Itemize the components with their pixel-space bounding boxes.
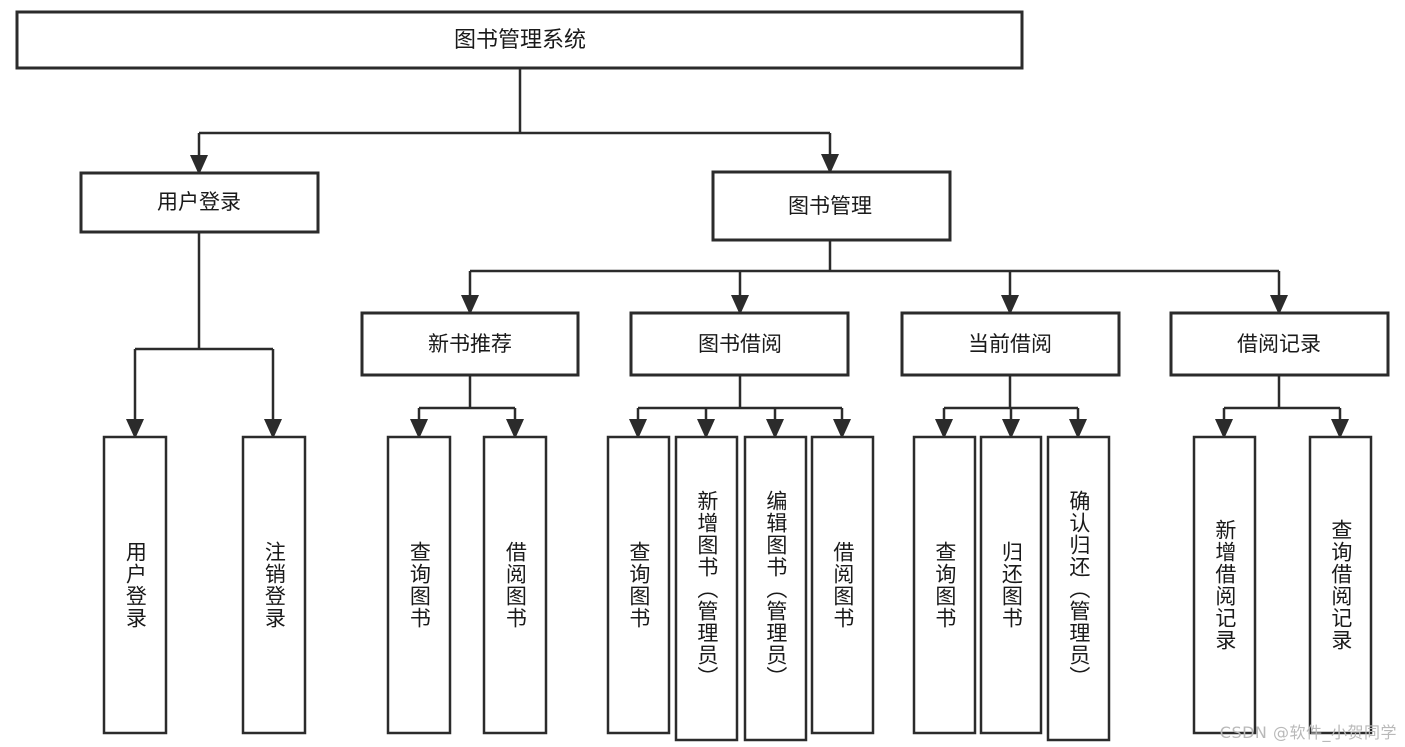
leaf-rects bbox=[102, 435, 1373, 742]
leaf-confirm-return[interactable] bbox=[1046, 435, 1111, 742]
leaf-add-record[interactable] bbox=[1192, 435, 1257, 735]
leaf-query-book-2[interactable] bbox=[606, 435, 671, 735]
connector-group bbox=[126, 68, 1349, 439]
leaf-return-book[interactable] bbox=[979, 435, 1043, 735]
node-current-borrow-label: 当前借阅 bbox=[968, 332, 1052, 356]
node-book-management-label: 图书管理 bbox=[788, 194, 872, 218]
leaf-edit-book[interactable] bbox=[743, 435, 808, 742]
node-root[interactable]: 图书管理系统 bbox=[15, 10, 1024, 70]
node-new-book-recommend[interactable]: 新书推荐 bbox=[360, 311, 580, 377]
leaf-borrow-book-1[interactable] bbox=[482, 435, 548, 735]
leaf-query-book-3[interactable] bbox=[912, 435, 977, 735]
node-user-login[interactable]: 用户登录 bbox=[79, 171, 320, 234]
leaf-query-record[interactable] bbox=[1308, 435, 1373, 735]
leaf-borrow-book-2[interactable] bbox=[810, 435, 875, 735]
node-borrow-record-label: 借阅记录 bbox=[1237, 332, 1321, 356]
leaf-query-book-1[interactable] bbox=[386, 435, 452, 735]
leaf-logout[interactable] bbox=[241, 435, 307, 735]
node-book-borrow[interactable]: 图书借阅 bbox=[629, 311, 850, 377]
node-book-management[interactable]: 图书管理 bbox=[711, 170, 952, 242]
node-root-label: 图书管理系统 bbox=[454, 28, 586, 53]
node-new-book-recommend-label: 新书推荐 bbox=[428, 332, 512, 356]
leaf-add-book[interactable] bbox=[674, 435, 739, 742]
node-book-borrow-label: 图书借阅 bbox=[698, 332, 782, 356]
leaf-user-login[interactable] bbox=[102, 435, 168, 735]
node-borrow-record[interactable]: 借阅记录 bbox=[1169, 311, 1390, 377]
watermark: CSDN @软件_小贺同学 bbox=[1219, 723, 1397, 742]
node-current-borrow[interactable]: 当前借阅 bbox=[900, 311, 1121, 377]
node-user-login-label: 用户登录 bbox=[157, 190, 241, 214]
